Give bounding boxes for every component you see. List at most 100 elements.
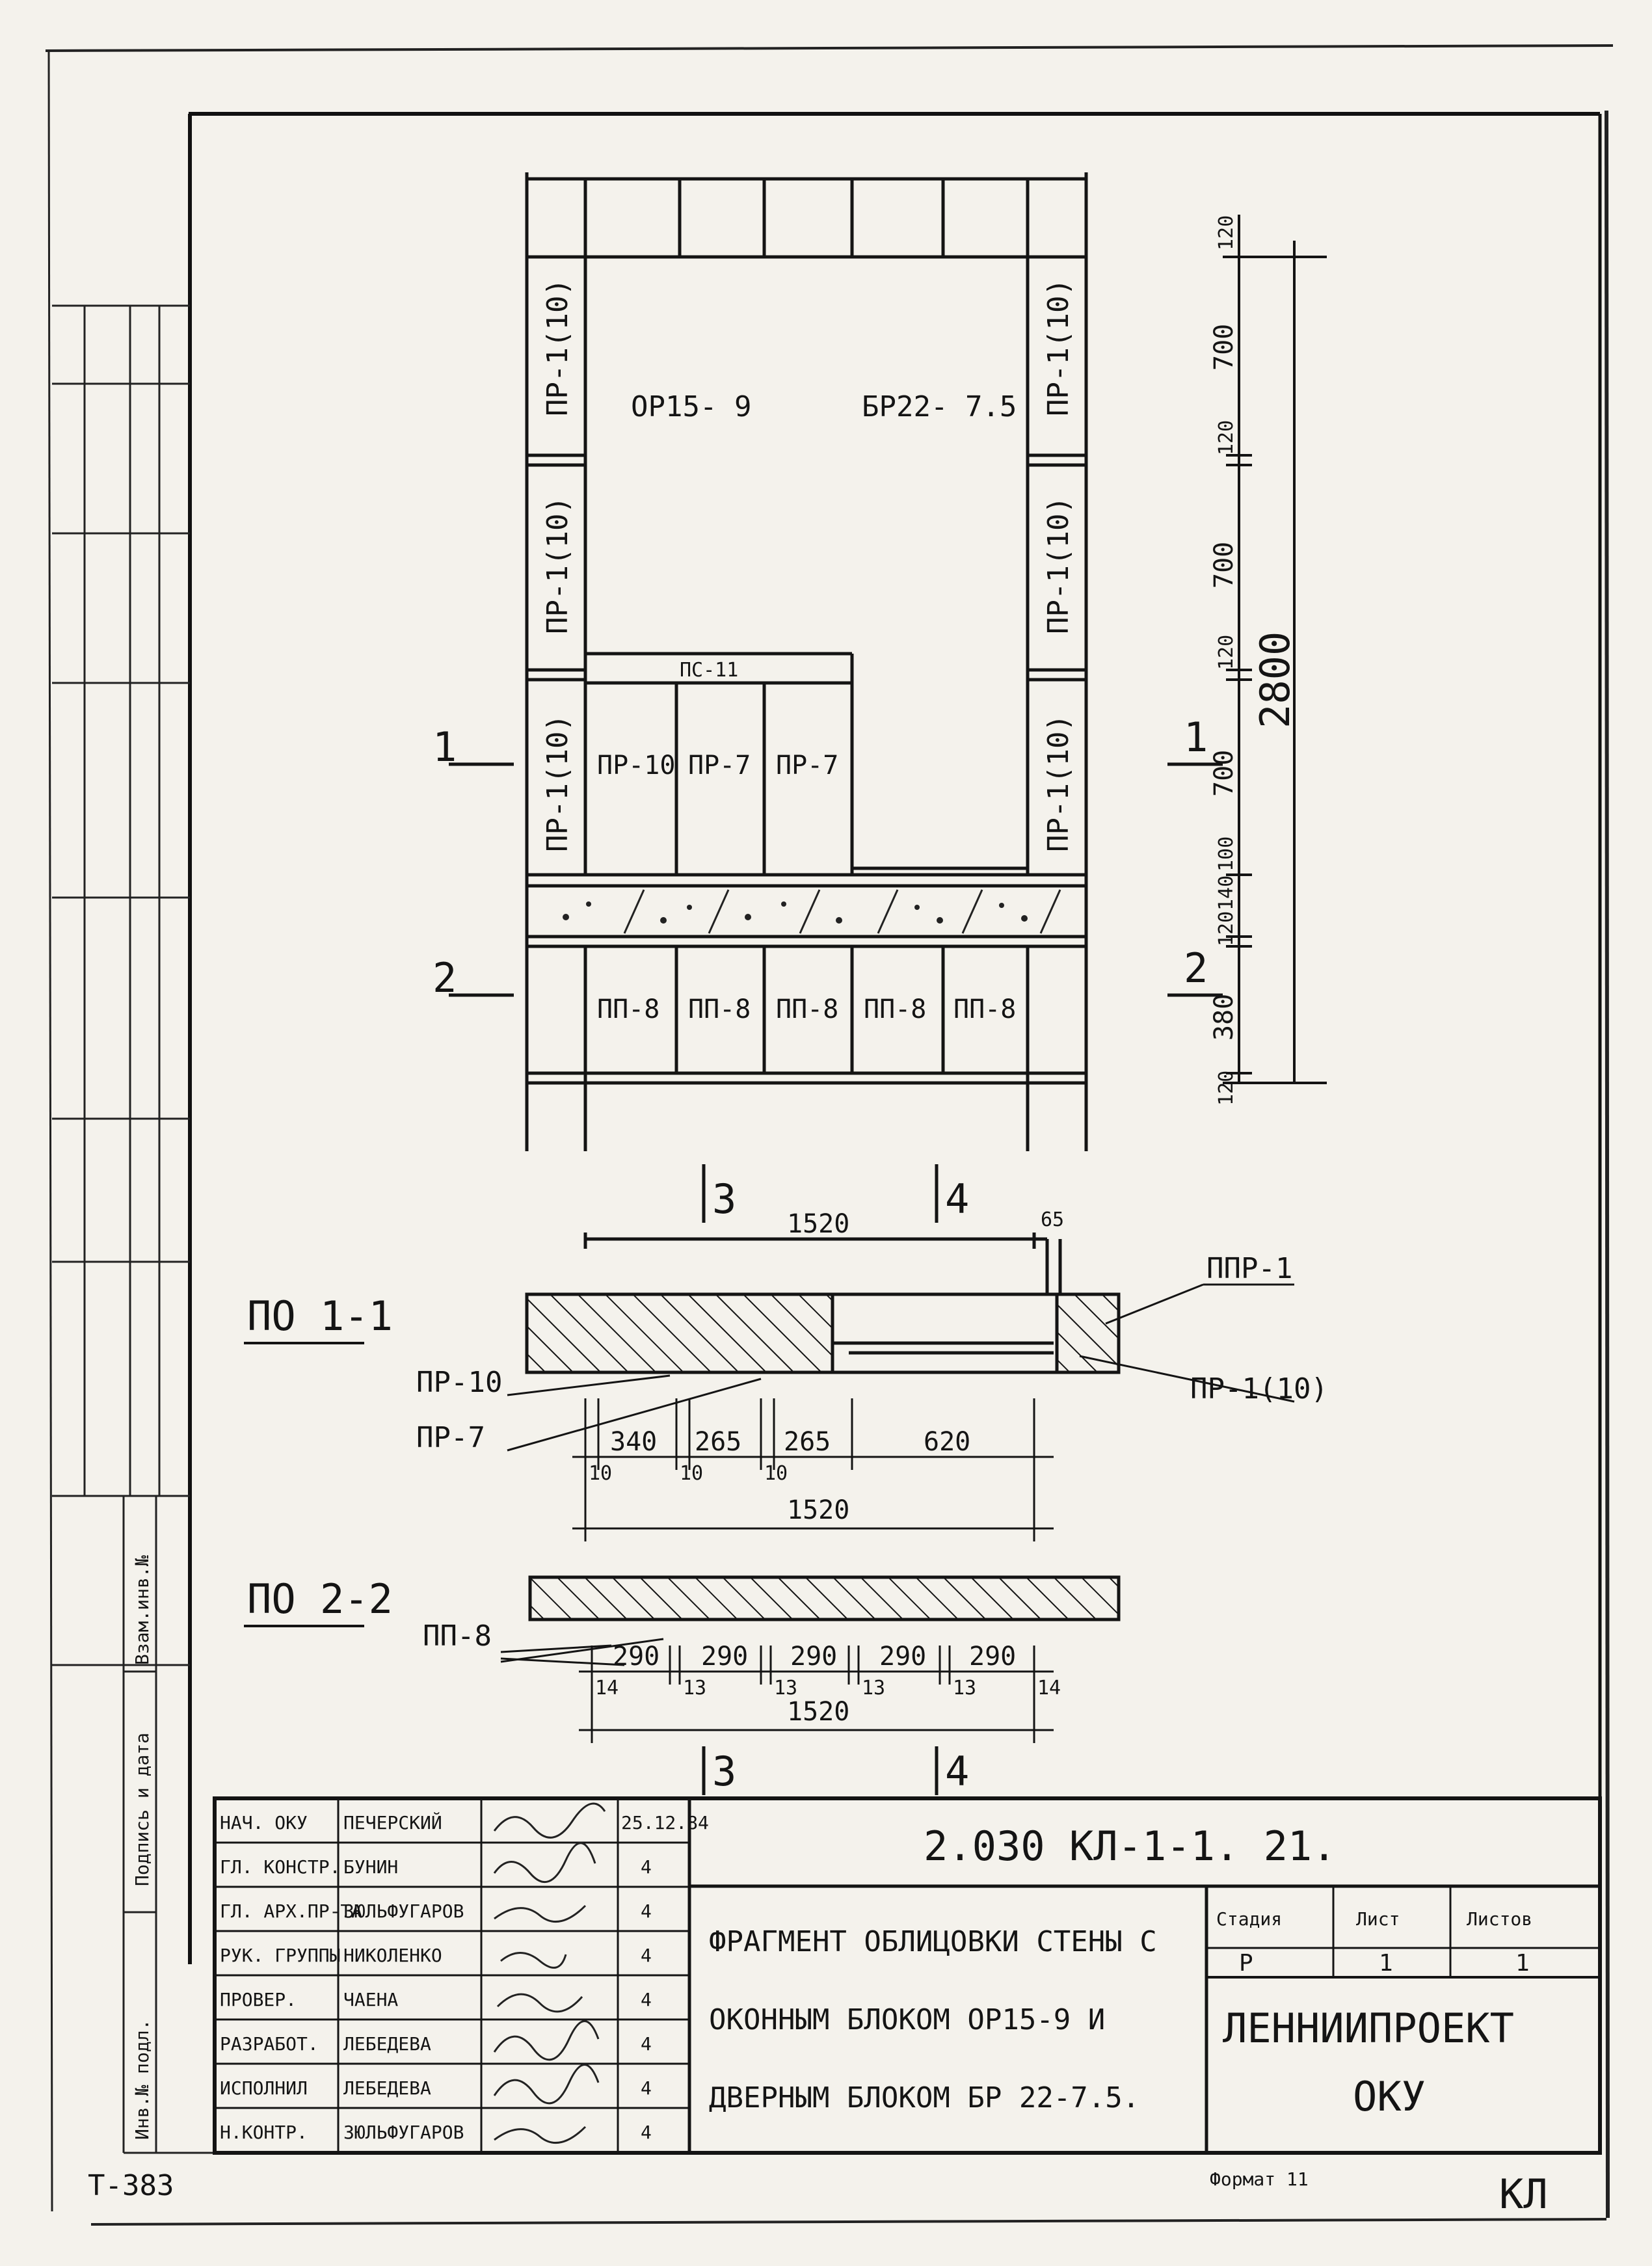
sill-panel-3: ПР-7: [776, 751, 838, 780]
base-panel-1: ПП-8: [597, 994, 659, 1024]
section-1-top-dim: 1520: [787, 1209, 849, 1239]
section-mark-2-left: 2: [433, 954, 457, 1002]
vdim-4: 700: [1209, 542, 1239, 589]
s2-dim-3: 290: [790, 1642, 837, 1672]
section-mark-1-right: 1: [1184, 713, 1208, 761]
side-panel-right-3: ПР-1(10): [1042, 714, 1075, 852]
tb-role-3: ГЛ. АРХ.ПР-ТА: [220, 1900, 362, 1922]
tb-date-5: 4: [641, 1989, 652, 2010]
title-line-1: ФРАГМЕНТ ОБЛИЦОВКИ СТЕНЫ С: [709, 1925, 1157, 1958]
s1-dim-1: 340: [610, 1427, 657, 1457]
sill-panel-2: ПР-7: [688, 751, 751, 780]
tb-role-4: РУК. ГРУППЫ: [220, 1945, 340, 1966]
organization: ЛЕННИИПРОЕКТ: [1223, 2005, 1514, 2052]
tb-name-3: ЗЮЛЬФУГАРОВ: [343, 1900, 464, 1922]
s2-total: 1520: [787, 1697, 849, 1727]
base-panel-2: ПП-8: [688, 994, 751, 1024]
section-2-title: ПО 2-2: [247, 1575, 393, 1623]
section-1-leaders: [507, 1283, 1295, 1452]
stage-value: Р: [1239, 1950, 1253, 1977]
sheet-header: Лист: [1356, 1908, 1400, 1930]
tb-date-3: 4: [641, 1900, 652, 1922]
base-panel-4: ПП-8: [864, 994, 926, 1024]
door-block-label: БР22- 7.5: [862, 390, 1017, 423]
side-panel-right-2: ПР-1(10): [1042, 496, 1075, 634]
section-mark-3-bottom: 3: [712, 1748, 736, 1795]
title-line-3: ДВЕРНЫМ БЛОКОМ БР 22-7.5.: [709, 2081, 1139, 2114]
window-block-label: ОР15- 9: [631, 390, 751, 423]
section-mark-3-top: 3: [712, 1175, 736, 1223]
s1-joint-3: 10: [764, 1462, 788, 1485]
margin-grid: [52, 304, 215, 2154]
vdim-1: 120: [1215, 215, 1238, 250]
tb-name-6: ЛЕБЕДЕВА: [343, 2033, 431, 2055]
section-mark-2-right: 2: [1184, 944, 1208, 992]
tb-date-7: 4: [641, 2077, 652, 2099]
side-panel-left-3: ПР-1(10): [541, 714, 574, 852]
s2-joint-2: 13: [683, 1677, 706, 1700]
tb-signatures: [493, 1802, 606, 2144]
stage-header: Стадия: [1216, 1908, 1282, 1930]
s2-dim-4: 290: [879, 1642, 926, 1672]
ppr-1-label: ППР-1: [1206, 1252, 1292, 1285]
vdim-10: 380: [1209, 994, 1239, 1041]
inner-frame: [188, 112, 1602, 1964]
sheet-value: 1: [1379, 1950, 1393, 1977]
pp-8-label: ПП-8: [423, 1620, 492, 1653]
section-2-hatch: [528, 1575, 1121, 1621]
slab-hatch: [623, 889, 1061, 934]
format-label: Формат 11: [1210, 2168, 1309, 2190]
s1-dim-3: 265: [784, 1427, 831, 1457]
sill-panel-1: ПР-10: [597, 751, 675, 780]
tb-role-5: ПРОВЕР.: [220, 1989, 297, 2010]
side-panel-right-1: ПР-1(10): [1042, 278, 1075, 416]
s1-total: 1520: [787, 1495, 849, 1525]
side-panel-left-1: ПР-1(10): [541, 278, 574, 416]
tb-date-6: 4: [641, 2033, 652, 2055]
tb-name-8: ЗЮЛЬФУГАРОВ: [343, 2122, 464, 2143]
tb-role-8: Н.КОНТР.: [220, 2122, 308, 2143]
s1-dim-4: 620: [924, 1427, 970, 1457]
tb-date-1: 25.12.84: [621, 1812, 709, 1833]
tb-name-4: НИКОЛЕНКО: [343, 1945, 442, 1966]
s1-joint-1: 10: [589, 1462, 612, 1485]
s2-dim-2: 290: [701, 1642, 748, 1672]
stamp-sign: Подпись и дата: [131, 1733, 153, 1886]
s2-joint-3: 13: [774, 1677, 797, 1700]
title-line-2: ОКОННЫМ БЛОКОМ ОР15-9 И: [709, 2003, 1105, 2036]
tb-role-2: ГЛ. КОНСТР.: [220, 1856, 340, 1878]
section-2-leaders: [500, 1638, 664, 1666]
section-cut-lines: [449, 762, 1223, 1795]
sheets-value: 1: [1515, 1950, 1530, 1977]
outer-frame: [45, 44, 1614, 2226]
drawing-code: 2.030 КЛ-1-1. 21.: [924, 1822, 1337, 1870]
s2-dim-1: 290: [613, 1642, 659, 1672]
vdim-8: 140: [1215, 875, 1238, 911]
base-panel-5: ПП-8: [953, 994, 1016, 1024]
vdim-6: 700: [1209, 750, 1239, 797]
total-height: 2800: [1251, 632, 1299, 728]
vdim-2: 700: [1209, 324, 1239, 371]
sheets-header: Листов: [1467, 1908, 1532, 1930]
s1-joint-2: 10: [680, 1462, 703, 1485]
s2-joint-5: 13: [953, 1677, 976, 1700]
section-1-hatch-right: [1055, 1292, 1121, 1374]
section-1-title: ПО 1-1: [247, 1292, 393, 1340]
tb-name-1: ПЕЧЕРСКИЙ: [343, 1811, 442, 1833]
section-1-dim-lines: [572, 1398, 1054, 1541]
stamp-replace: Взам.инв.№: [131, 1555, 153, 1665]
side-panel-left-2: ПР-1(10): [541, 496, 574, 634]
tb-name-2: БУНИН: [343, 1856, 398, 1878]
sheet-number: Т-383: [88, 2169, 174, 2202]
tb-date-2: 4: [641, 1856, 652, 1878]
vdim-5: 120: [1215, 635, 1238, 670]
section-mark-1-left: 1: [433, 723, 457, 771]
tb-role-6: РАЗРАБОТ.: [220, 2033, 319, 2055]
vdim-7: 100: [1215, 836, 1238, 872]
title-block-grid: [213, 1796, 1602, 2155]
s2-joint-4: 13: [862, 1677, 885, 1700]
tb-role-1: НАЧ. ОКУ: [220, 1812, 308, 1833]
section-1-hatch-left: [525, 1292, 834, 1374]
slab-aggregate: [563, 901, 1028, 924]
